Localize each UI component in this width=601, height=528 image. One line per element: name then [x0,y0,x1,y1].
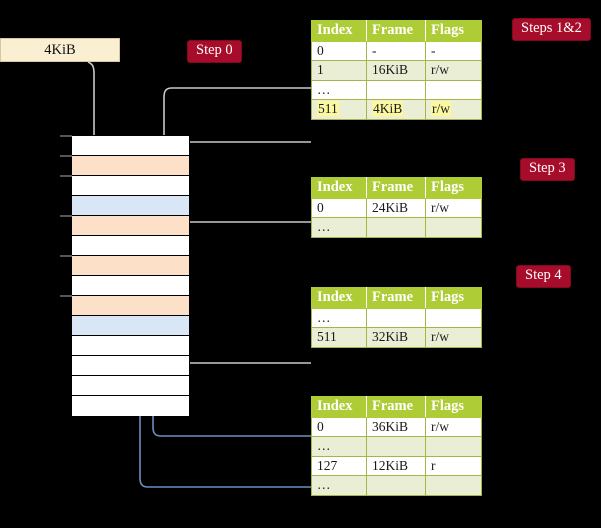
badge-step-4-label: Step 4 [525,267,562,283]
cell-frame [366,436,426,457]
column-header-index: Index [311,287,367,309]
cell-index: 127 [311,455,367,476]
cell-flags [425,217,482,238]
table-row: 511 4KiB r/w [311,99,482,120]
memory-tick-mark [60,215,72,217]
cell-flags [425,307,482,328]
source-box-4kib: 4KiB [0,38,120,62]
cell-flags: r/w [425,99,482,120]
cell-frame [366,475,426,496]
cell-frame: 32KiB [366,327,426,348]
memory-tick-mark [60,135,72,137]
memory-tick-mark [60,295,72,297]
cell-frame: 36KiB [366,416,426,437]
source-box-label: 4KiB [44,41,76,58]
cell-index: 0 [311,197,367,218]
cell-index: … [311,436,367,457]
cell-frame [366,307,426,328]
column-header-flags: Flags [425,177,482,199]
cell-flags [425,79,482,100]
table-row: … [311,436,482,457]
badge-step-4: Step 4 [516,265,571,288]
cell-flags [425,436,482,457]
cell-index: 511 [311,99,367,120]
cell-flags: r/w [425,327,482,348]
cell-index: 511 [311,327,367,348]
cell-index: … [311,475,367,496]
highlighted-value: r/w [431,101,451,116]
column-header-frame: Frame [366,20,426,42]
table-row: … [311,307,482,328]
memory-frame-row [72,196,189,216]
cell-frame: 12KiB [366,455,426,476]
cell-flags: r [425,455,482,476]
column-header-index: Index [311,20,367,42]
highlighted-value: 511 [317,101,339,116]
cell-index: 0 [311,416,367,437]
cell-index: … [311,307,367,328]
badge-step-0: Step 0 [187,40,242,63]
table-row: … [311,79,482,100]
memory-frame-row [72,276,189,296]
column-header-flags: Flags [425,20,482,42]
memory-frame-row [72,336,189,356]
cell-flags: r/w [425,60,482,81]
table-row: 0-- [311,40,482,61]
memory-frame-row [72,136,189,156]
column-header-frame: Frame [366,396,426,418]
physical-memory-column [71,135,190,416]
column-header-flags: Flags [425,396,482,418]
memory-frame-row [72,316,189,336]
table-row: … [311,475,482,496]
highlighted-value: 4KiB [372,101,404,116]
cell-frame [366,217,426,238]
badge-steps-1-2-label: Steps 1&2 [521,20,582,36]
table-row: … [311,217,482,238]
badge-step-3-label: Step 3 [529,160,566,176]
cell-frame [366,79,426,100]
cell-frame: 16KiB [366,60,426,81]
cell-frame: 4KiB [366,99,426,120]
cell-frame: 24KiB [366,197,426,218]
memory-frame-row [72,376,189,396]
cell-flags: r/w [425,416,482,437]
column-header-frame: Frame [366,177,426,199]
memory-frame-row [72,356,189,376]
cell-flags: - [425,40,482,61]
column-header-frame: Frame [366,287,426,309]
cell-flags: r/w [425,197,482,218]
column-header-flags: Flags [425,287,482,309]
memory-frame-row [72,396,189,416]
memory-frame-row [72,156,189,176]
badge-step-0-label: Step 0 [196,42,233,58]
cell-index: 0 [311,40,367,61]
badge-step-3: Step 3 [520,158,575,181]
column-header-index: Index [311,177,367,199]
memory-frame-row [72,216,189,236]
cell-index: … [311,217,367,238]
memory-frame-row [72,296,189,316]
memory-tick-mark [60,175,72,177]
memory-tick-mark [60,155,72,157]
cell-index: … [311,79,367,100]
wire-table1-0 [179,221,311,252]
badge-steps-1-2: Steps 1&2 [512,18,591,41]
cell-index: 1 [311,60,367,81]
memory-tick-mark [60,255,72,257]
cell-frame: - [366,40,426,61]
column-header-index: Index [311,396,367,418]
cell-flags [425,475,482,496]
memory-frame-row [72,256,189,276]
memory-frame-row [72,176,189,196]
memory-frame-row [72,236,189,256]
